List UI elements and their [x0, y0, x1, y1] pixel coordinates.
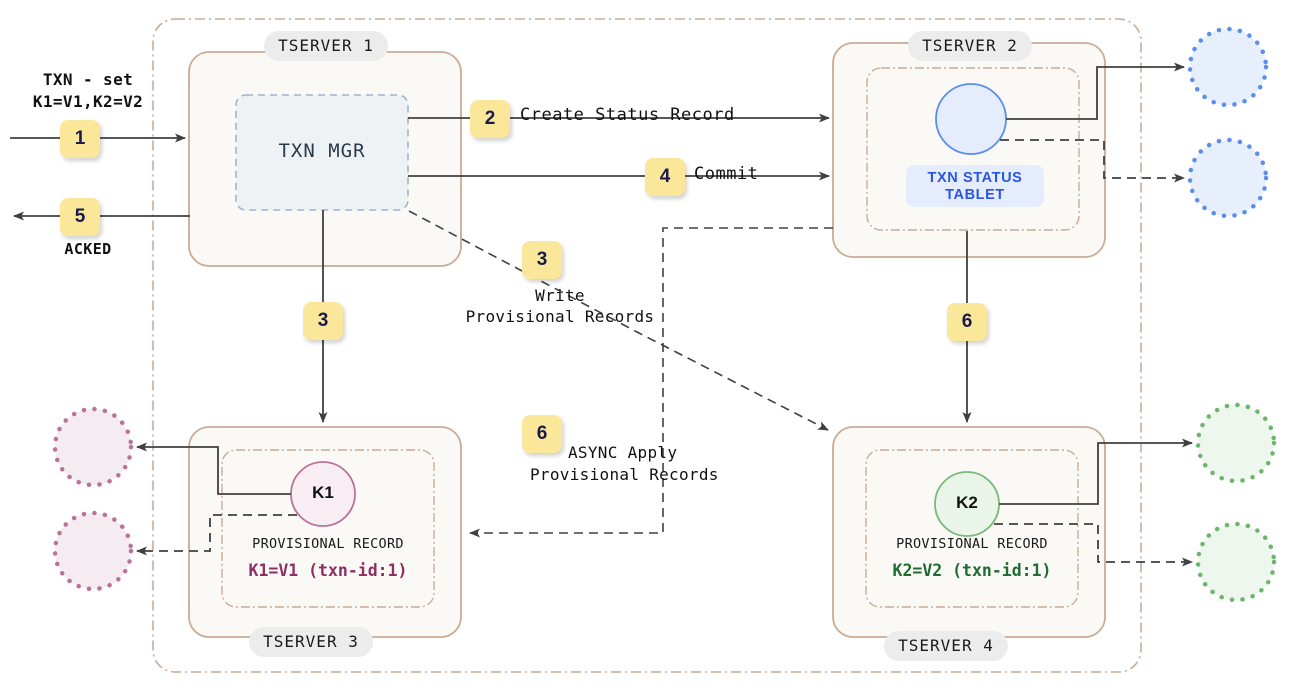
badge-step-5[interactable]: 5 — [60, 198, 100, 236]
replica-green-top — [1195, 402, 1277, 484]
tserver-3-label: TSERVER 3 — [263, 632, 359, 651]
tserver-4-record-title: PROVISIONAL RECORD — [896, 536, 1048, 552]
arrow-k2-to-green-replica — [999, 438, 1193, 505]
arrow-step-3-dashed-diagonal — [408, 210, 829, 431]
k2-label: K2 — [956, 493, 978, 512]
arrow-tablet-to-blue-replica-dashed — [1000, 139, 1185, 183]
badge-step-4[interactable]: 4 — [645, 158, 685, 196]
txn-status-tablet-circle[interactable] — [935, 83, 1007, 155]
replica-blue-bottom — [1187, 137, 1269, 219]
replica-pink-bottom — [52, 510, 134, 592]
tserver-4-record-value: K2=V2 (txn-id:1) — [892, 561, 1052, 580]
txn-status-tablet-pill — [906, 165, 1044, 207]
arrow-tablet-to-blue-replica — [1006, 62, 1185, 120]
tserver-3-label-pill — [249, 627, 373, 657]
replica-pink-top — [52, 406, 134, 488]
k1-label: K1 — [312, 483, 334, 502]
step-3-label-line1: Write — [535, 286, 585, 305]
tserver-4-record-region — [865, 449, 1079, 608]
arrow-k1-to-pink-replica-dashed — [136, 514, 297, 556]
tserver-4-label-pill — [884, 631, 1008, 661]
tserver-1-label: TSERVER 1 — [278, 36, 374, 55]
replica-green-bottom — [1195, 521, 1277, 603]
txn-mgr-box[interactable] — [235, 94, 409, 211]
step-2-label: Create Status Record — [520, 105, 735, 125]
tserver-2-tablet-region — [866, 67, 1080, 231]
arrow-k2-to-green-replica-dashed — [994, 523, 1193, 567]
tserver-3-record-value: K1=V1 (txn-id:1) — [248, 561, 408, 580]
txn-status-tablet-label-line2: TABLET — [945, 187, 1005, 203]
tserver-2-label: TSERVER 2 — [922, 36, 1018, 55]
tserver-3-record-region — [221, 449, 435, 608]
step-6-label-line1: ASYNC Apply — [568, 443, 678, 462]
arrow-k1-to-pink-replica — [136, 442, 291, 495]
badge-step-2[interactable]: 2 — [470, 100, 510, 138]
badge-step-3-solid[interactable]: 3 — [303, 302, 343, 340]
badge-step-6-dashed[interactable]: 6 — [522, 415, 562, 453]
badge-step-6-solid[interactable]: 6 — [947, 303, 987, 341]
txn-mgr-label: TXN MGR — [278, 140, 366, 162]
acked-label: ACKED — [64, 240, 112, 258]
tserver-2-label-pill — [908, 31, 1032, 61]
step-3-label-line2: Provisional Records — [465, 307, 655, 326]
cluster-boundary — [152, 18, 1142, 673]
arrow-step-6-dashed — [469, 227, 833, 538]
badge-step-3-dashed[interactable]: 3 — [522, 241, 562, 279]
tserver-4-label: TSERVER 4 — [898, 636, 994, 655]
tserver-1-label-pill — [264, 31, 388, 61]
request-label-line1: TXN - set — [42, 70, 134, 89]
tserver-3-record-title: PROVISIONAL RECORD — [252, 536, 404, 552]
replica-blue-top — [1187, 26, 1269, 108]
step-4-label: Commit — [694, 164, 759, 184]
txn-status-tablet-label-line1: TXN STATUS — [927, 170, 1023, 186]
request-label-line2: K1=V1,K2=V2 — [32, 92, 144, 111]
badge-step-1[interactable]: 1 — [60, 120, 100, 158]
step-6-label-line2: Provisional Records — [530, 465, 719, 484]
